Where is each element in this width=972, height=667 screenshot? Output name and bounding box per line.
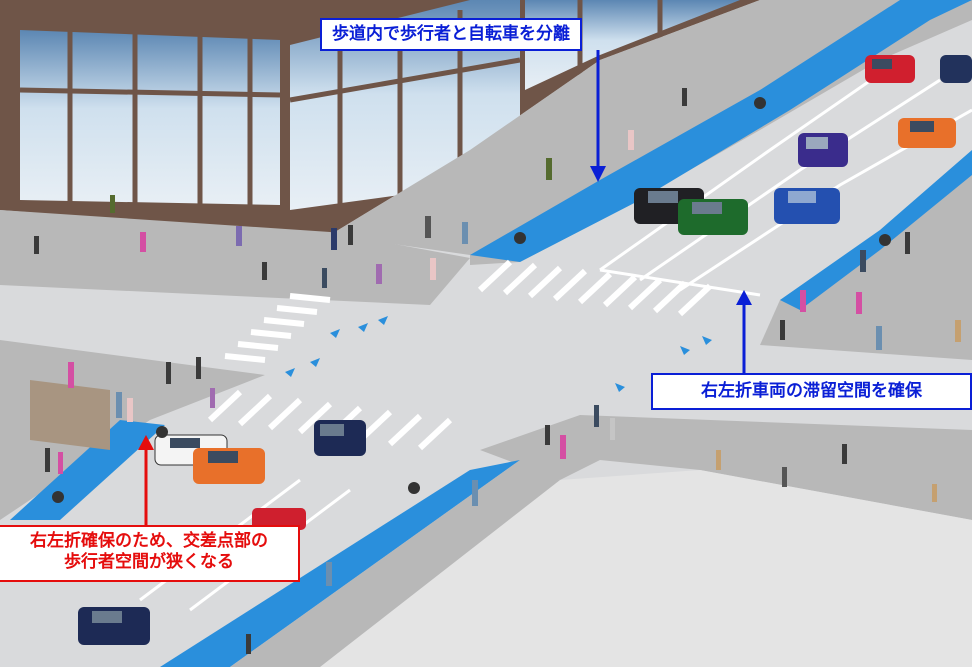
- car-red-top: [865, 55, 915, 83]
- ground-south: [320, 470, 972, 667]
- bike-lane-south: [160, 460, 520, 667]
- car-orange-left: [193, 448, 265, 484]
- callout-narrow-sidewalk-line1: 右左折確保のため、交差点部の: [30, 531, 268, 551]
- callout-narrow-sidewalk-line2: 歩行者空間が狭くなる: [64, 552, 234, 573]
- pedestrians: [34, 88, 961, 654]
- car-purple: [798, 133, 848, 167]
- arrow-left-callout: [138, 435, 154, 527]
- bike-lane-east: [780, 150, 972, 310]
- car-orange-right: [898, 118, 956, 148]
- crosswalk-north: [477, 259, 713, 317]
- arrow-right-callout: [736, 290, 752, 375]
- callout-turning-space-text: 右左折車両の滞留空間を確保: [701, 381, 922, 401]
- sidewalk-south: [230, 460, 560, 667]
- sidewalk-southeast: [480, 415, 972, 520]
- bike-lane-southwest: [10, 420, 165, 520]
- cyclists: [52, 97, 891, 503]
- callout-turning-space: 右左折車両の滞留空間を確保: [651, 373, 972, 411]
- car-green: [678, 199, 748, 235]
- car-navy-middle: [314, 420, 366, 456]
- car-red-bottom: [252, 508, 306, 530]
- car-navy-bottom: [78, 607, 150, 645]
- crosswalk-west: [224, 293, 331, 363]
- building-southwest: [30, 380, 110, 450]
- building: [0, 0, 760, 235]
- car-navy-top: [940, 55, 972, 83]
- bike-direction-arrows: [285, 316, 712, 392]
- callout-narrow-sidewalk: 右左折確保のため、交差点部の 歩行者空間が狭くなる: [0, 525, 300, 582]
- arrow-top-callout: [590, 50, 606, 182]
- bike-lane-north: [470, 0, 972, 262]
- sidewalk-northwest: [0, 0, 972, 265]
- sidewalk-northwest-plaza: [0, 210, 470, 305]
- callout-bike-separation-text: 歩道内で歩行者と自転車を分離: [332, 24, 570, 44]
- car-blue: [774, 188, 840, 224]
- callout-bike-separation: 歩道内で歩行者と自転車を分離: [320, 18, 582, 52]
